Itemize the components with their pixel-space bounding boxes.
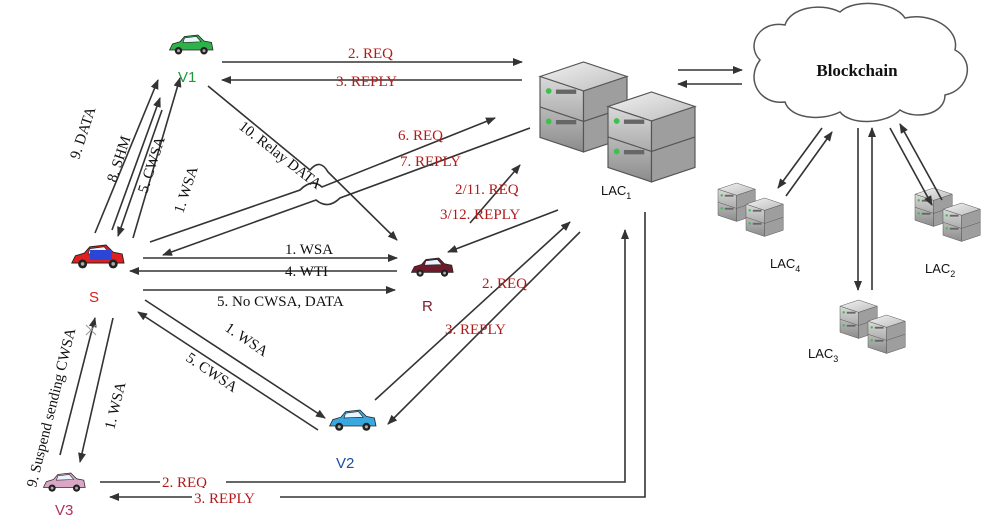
r-label: R [422,298,433,315]
label-s-v1-data: 9. DATA [68,105,100,161]
label-s-reply: 7. REPLY [400,154,461,170]
v3-label: V3 [55,502,73,519]
label-v1-req: 2. REQ [348,46,393,62]
label-s-req: 6. REQ [398,128,443,144]
label-s-v3-suspend: 9. Suspend sending CWSA [24,326,79,489]
label-r-req: 2/11. REQ [455,182,519,198]
lac2-label: LAC2 [925,261,955,279]
label-r-reply: 3/12. REPLY [440,207,520,223]
label-s-r-wsa: 1. WSA [285,242,333,258]
s-label: S [89,289,99,306]
v2-label: V2 [336,455,354,472]
lac4-server-icon [717,182,784,237]
lac1-label: LAC1 [601,183,631,201]
blockchain-cloud: Blockchain [753,2,969,123]
label-v3-req: 2. REQ [162,475,207,491]
label-v2-req: 2. REQ [482,276,527,292]
lac1-server-icon [539,61,696,183]
v1-car-icon [169,34,214,55]
s-car-roof [90,250,112,260]
label-v1-reply: 3. REPLY [336,74,397,90]
lac2-server-icon [914,187,981,242]
label-s-v1-shm: 8. SHM [105,134,135,184]
blockchain-label: Blockchain [816,61,898,80]
lac4-label: LAC4 [770,256,800,274]
label-s-r-nocwsa: 5. No CWSA, DATA [217,294,344,310]
arrow-labels: 2. REQ 3. REPLY 9. DATA 8. SHM 5. CWSA 1… [24,46,527,507]
lac3-server-icon [839,299,906,354]
label-v1-r-relay: 10. Relay DATA [236,119,325,193]
label-s-v1-cwsa: 5. CWSA [136,135,169,196]
label-s-v3-wsa: 1. WSA [102,380,129,431]
label-v3-reply: 3. REPLY [194,491,255,507]
r-car-icon [411,257,454,278]
arrows [59,58,943,501]
label-v2-reply: 3. REPLY [445,322,506,338]
lac3-label: LAC3 [808,346,838,364]
label-s-v1-wsa: 1. WSA [172,164,202,215]
v1-label: V1 [178,69,196,86]
v3-car-icon [43,472,86,493]
label-s-r-wti: 4. WTI [285,264,328,280]
v2-car-icon [329,409,377,432]
